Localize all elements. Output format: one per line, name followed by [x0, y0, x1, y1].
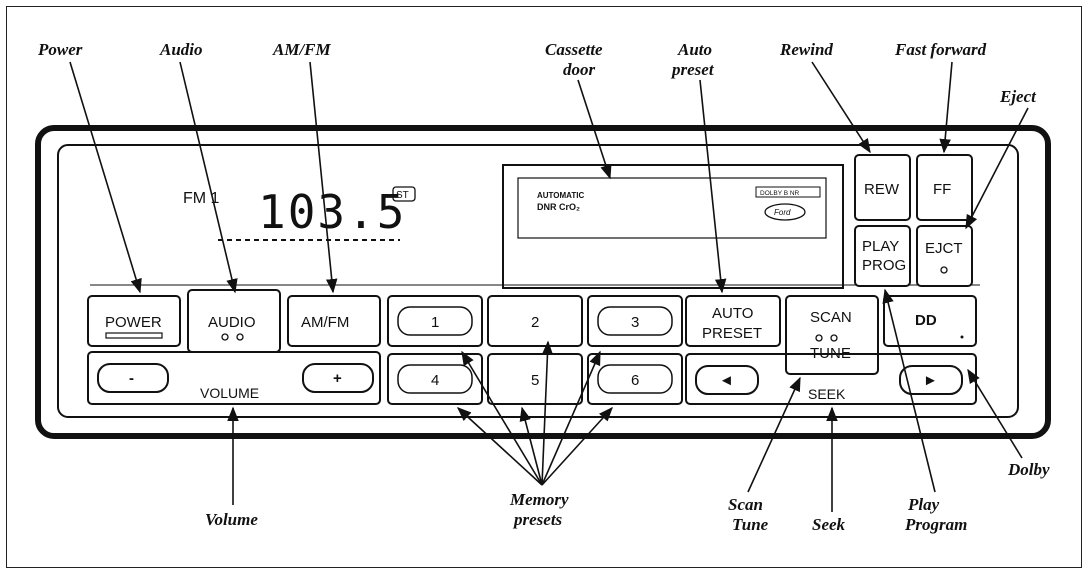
volume-panel-label: VOLUME — [200, 385, 259, 401]
eject-button[interactable]: EJCT — [916, 225, 973, 287]
seek-panel-label: SEEK — [808, 386, 846, 402]
seek-forward-button[interactable]: ► — [899, 365, 963, 395]
label-auto-preset-2: preset — [670, 60, 715, 79]
label-play-program-2: Program — [904, 515, 967, 534]
label-scan-tune-2: Tune — [732, 515, 769, 534]
cassette-dnr: DNR CrO₂ — [537, 202, 580, 212]
cassette-door[interactable]: AUTOMATIC DNR CrO₂ DOLBY B NR Ford — [502, 164, 844, 289]
cassette-automatic: AUTOMATIC — [537, 191, 584, 200]
svg-text:►: ► — [923, 372, 938, 389]
svg-text:PRESET: PRESET — [702, 325, 762, 342]
label-dolby: Dolby — [1007, 460, 1050, 479]
label-volume: Volume — [205, 510, 258, 529]
ford-logo-text: Ford — [774, 208, 791, 217]
svg-text:AM/FM: AM/FM — [301, 314, 349, 331]
svg-text:PLAY: PLAY — [862, 238, 899, 255]
svg-text:AUDIO: AUDIO — [208, 314, 256, 331]
svg-text:+: + — [333, 370, 342, 387]
label-fast-forward: Fast forward — [894, 40, 987, 59]
cassette-dolby-mark: DOLBY B NR — [760, 190, 800, 197]
volume-down-button[interactable]: - — [97, 363, 169, 393]
seek-back-button[interactable]: ◄ — [695, 365, 759, 395]
label-audio: Audio — [159, 40, 203, 59]
preset-5-button[interactable]: 5 — [487, 353, 583, 405]
label-memory-presets-2: presets — [512, 510, 563, 529]
label-amfm: AM/FM — [272, 40, 332, 59]
label-rewind: Rewind — [779, 40, 833, 59]
svg-text:4: 4 — [431, 372, 439, 389]
label-power: Power — [37, 40, 83, 59]
svg-text:REW: REW — [864, 181, 900, 198]
svg-text:3: 3 — [631, 314, 639, 331]
dolby-mark-box — [755, 186, 821, 198]
figure-border — [6, 6, 1082, 568]
preset-3-button[interactable]: 3 — [587, 295, 683, 347]
label-scan-tune-1: Scan — [728, 495, 763, 514]
label-memory-presets-1: Memory — [509, 490, 569, 509]
preset-1-button[interactable]: 1 — [387, 295, 483, 347]
svg-text:FF: FF — [933, 181, 951, 198]
label-cassette-door-1: Cassette — [545, 40, 603, 59]
svg-text:DD: DD — [915, 312, 937, 329]
radio-inner-panel — [57, 144, 1019, 418]
auto-preset-button[interactable]: AUTO PRESET — [685, 295, 781, 347]
svg-text:2: 2 — [531, 314, 539, 331]
rew-button[interactable]: REW — [854, 154, 911, 221]
svg-text:PROG: PROG — [862, 257, 906, 274]
volume-up-button[interactable]: + — [302, 363, 374, 393]
frequency-readout: 103.5 — [258, 185, 406, 239]
ford-logo — [764, 203, 806, 221]
svg-text:5: 5 — [531, 372, 539, 389]
dolby-button[interactable]: DD — [883, 295, 977, 347]
preset-4-button[interactable]: 4 — [387, 353, 483, 405]
svg-text:6: 6 — [631, 372, 639, 389]
svg-text:SCAN: SCAN — [810, 309, 852, 326]
preset-6-button[interactable]: 6 — [587, 353, 683, 405]
callout-arrows — [69, 61, 1029, 512]
radio-outer-bezel — [35, 125, 1051, 439]
frequency-display: FM 1 103.5 ST — [183, 185, 416, 241]
label-play-program-1: Play — [907, 495, 940, 514]
label-cassette-door-2: door — [563, 60, 596, 79]
svg-text:POWER: POWER — [105, 314, 162, 331]
amfm-button[interactable]: AM/FM — [287, 295, 381, 347]
scan-tune-button[interactable]: SCAN TUNE — [785, 295, 879, 375]
svg-text:1: 1 — [431, 314, 439, 331]
audio-button[interactable]: AUDIO — [187, 289, 281, 353]
svg-text:AUTO: AUTO — [712, 305, 753, 322]
volume-control[interactable] — [87, 351, 381, 405]
label-eject: Eject — [999, 87, 1037, 106]
power-button[interactable]: POWER — [87, 295, 181, 347]
band-indicator: FM 1 — [183, 190, 220, 207]
preset-2-button[interactable]: 2 — [487, 295, 583, 347]
svg-text:◄: ◄ — [719, 372, 734, 389]
stereo-indicator-box — [392, 186, 416, 202]
play-prog-button[interactable]: PLAY PROG — [854, 225, 911, 287]
stereo-indicator: ST — [396, 190, 409, 201]
label-seek: Seek — [812, 515, 846, 534]
svg-text:-: - — [129, 370, 134, 387]
label-auto-preset-1: Auto — [677, 40, 712, 59]
svg-text:EJCT: EJCT — [925, 240, 963, 257]
ff-button[interactable]: FF — [916, 154, 973, 221]
